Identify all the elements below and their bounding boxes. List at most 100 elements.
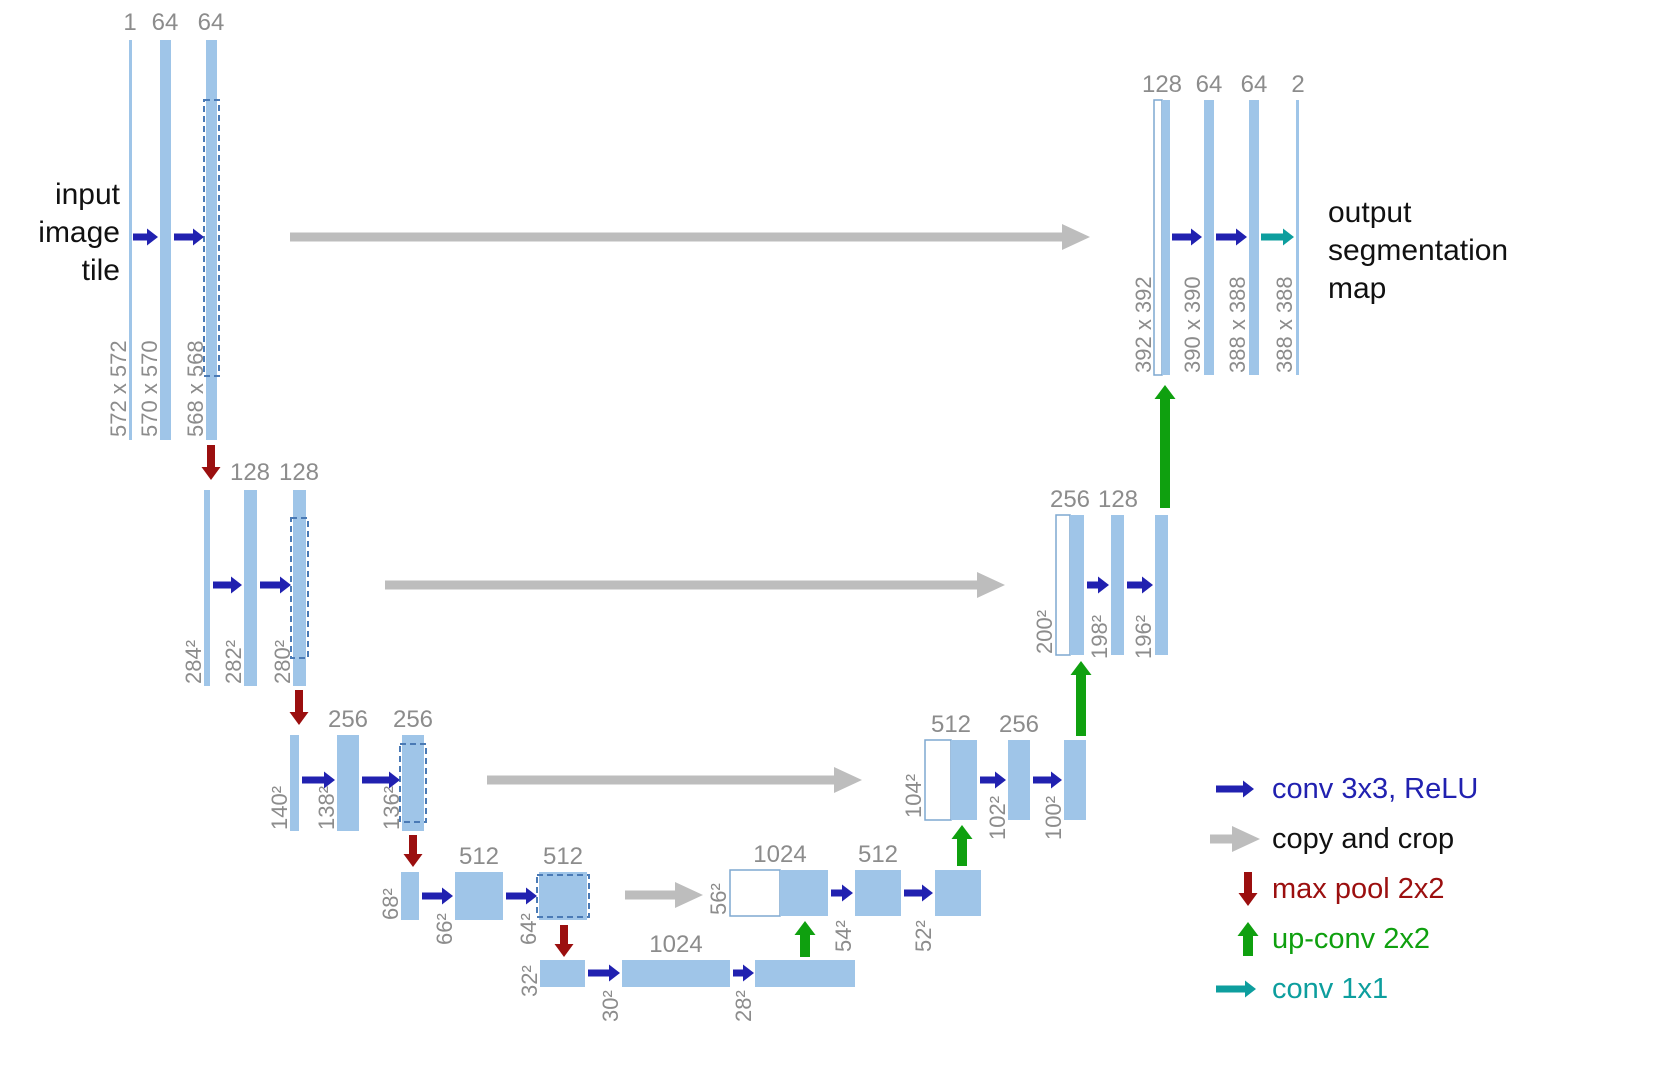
conv-arrow [1216,228,1247,246]
legend-label: up-conv 2x2 [1272,922,1430,955]
conv-arrow [904,884,933,902]
feature-map-enc3-pool [290,735,299,831]
feature-map-dec2-conv2 [1155,515,1168,655]
size-label: 572 x 572 [106,340,131,437]
conv-arrow [588,964,620,982]
upconv-arrow [951,825,973,866]
crop-region-outline-enc1-conv2 [203,99,220,377]
channels-label: 2 [1291,71,1304,98]
feature-map-enc2-conv2 [293,490,306,686]
legend-item-upconv: up-conv 2x2 [1208,914,1648,964]
size-label: 138² [314,786,339,830]
size-label: 32² [517,965,542,997]
size-label: 66² [432,913,457,945]
conv-arrow [733,964,754,982]
legend-label: conv 1x1 [1272,972,1389,1005]
caption-line: map [1328,272,1387,305]
conv-arrow [260,576,291,594]
feature-map-dec1-upconv [1162,100,1170,375]
conv-arrow [133,228,158,246]
size-label: 56² [706,883,731,915]
feature-map-enc2-pool [204,490,210,686]
caption-line: segmentation [1328,234,1509,267]
copy-arrow [1210,826,1260,852]
copy-arrow-icon [1208,816,1266,862]
feature-map-dec3-upconv [951,740,977,820]
feature-map-dec3-conv2 [1064,740,1086,820]
copy-arrow [290,224,1090,250]
copy-arrow [487,767,862,793]
size-label: 64² [516,913,541,945]
size-label: 102² [985,796,1010,840]
feature-map-dec4-copied [729,869,781,917]
conv-legend-arrow-glyph [1216,780,1254,798]
feature-map-enc3-conv1 [337,735,359,831]
conv1x1-arrow [1216,980,1256,998]
crop-region-outline-enc2-conv2 [290,517,309,659]
feature-map-enc1-conv2 [206,40,217,440]
copy-arrow [385,572,1005,598]
channels-label: 1 [123,9,136,36]
channels-label: 512 [858,841,898,868]
caption-line: output [1328,196,1412,229]
input-image-tile-caption: input image tile [8,176,120,290]
size-label: 388 x 388 [1272,276,1297,373]
feature-map-enc4-pool [401,872,419,920]
feature-map-enc4-conv1 [455,872,503,920]
feature-map-enc2-conv1 [244,490,257,686]
size-label: 52² [911,920,936,952]
size-label: 570 x 570 [137,340,162,437]
conv-arrow-icon [1208,766,1266,812]
output-segmentation-map-caption: output segmentation map [1328,194,1608,308]
feature-map-enc1-conv1 [160,40,171,440]
channels-label: 64 [1241,71,1268,98]
conv1x1-legend-arrow-glyph [1216,980,1256,998]
feature-map-dec1-conv1 [1204,100,1214,375]
channels-label: 512 [543,843,583,870]
feature-map-bottom-conv1 [622,960,730,987]
size-label: 280² [270,640,295,684]
conv-arrow [1087,576,1109,594]
pool-legend-arrow-glyph [1238,872,1258,906]
size-label: 30² [598,990,623,1022]
conv-arrow [1216,780,1254,798]
conv-arrow [174,228,204,246]
channels-label: 64 [1196,71,1223,98]
channels-label: 256 [999,711,1039,738]
channels-label: 256 [1050,486,1090,513]
conv1x1-arrow [1261,228,1294,246]
conv-arrow [362,771,400,789]
conv-arrow [302,771,335,789]
channels-label: 64 [152,9,179,36]
feature-map-enc1-input [129,40,132,440]
conv-arrow [506,887,537,905]
upconv-arrow [1154,385,1176,508]
feature-map-dec2-copied [1055,514,1071,656]
size-label: 68² [378,888,403,920]
channels-label: 1024 [649,931,702,958]
legend-label: conv 3x3, ReLU [1272,772,1479,805]
conv-arrow [422,887,453,905]
legend-label: copy and crop [1272,822,1455,855]
feature-map-enc3-conv2 [402,735,424,831]
pool-arrow [403,835,423,867]
channels-label: 512 [931,711,971,738]
copy-legend-arrow-glyph [1210,826,1260,852]
conv-arrow [980,771,1006,789]
size-label: 28² [731,990,756,1022]
legend-item-maxpool: max pool 2x2 [1208,864,1648,914]
caption-line: tile [81,254,120,287]
feature-map-bottom-pool [540,960,585,987]
upconv-arrow [1237,922,1259,956]
pool-arrow [554,925,574,957]
conv-arrow [213,576,242,594]
channels-label: 128 [279,459,319,486]
caption-line: image [38,216,120,249]
size-label: 284² [181,640,206,684]
legend-label: max pool 2x2 [1272,872,1445,905]
channels-label: 256 [393,706,433,733]
size-label: 282² [221,640,246,684]
upconv-legend-arrow-glyph [1237,922,1259,956]
conv-arrow [1127,576,1153,594]
